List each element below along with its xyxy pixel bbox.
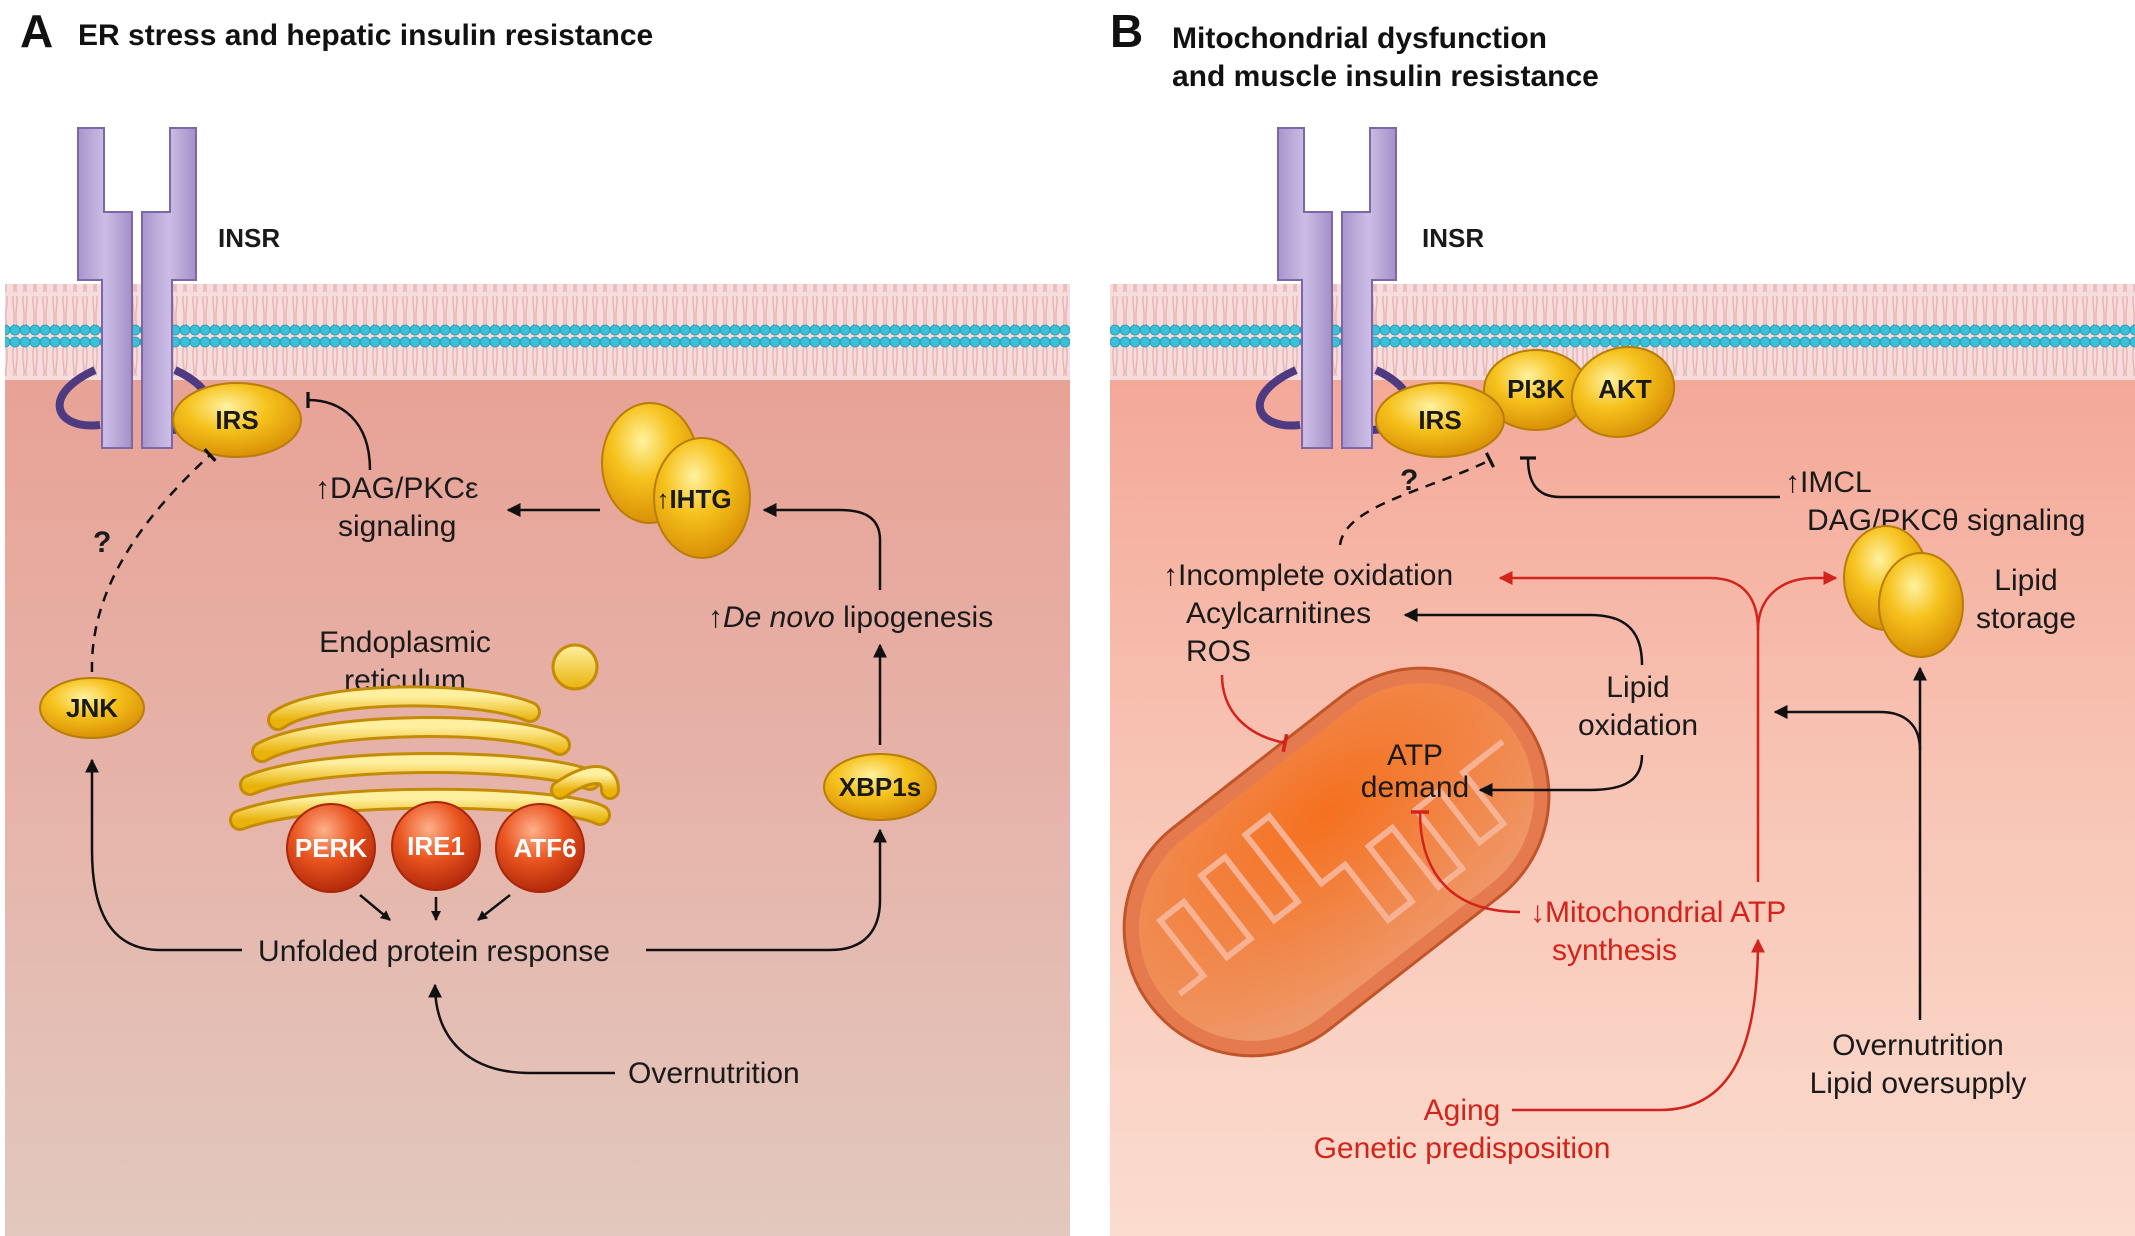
genetic-predisposition-label: Genetic predisposition (1314, 1132, 1611, 1165)
dag-pkct-label: DAG/PKCθ signaling (1807, 504, 2085, 537)
overnutrition-to-red-stem-arrow (1773, 705, 1922, 751)
akt-protein (1570, 345, 1676, 439)
mitochondrion (1122, 666, 1551, 1058)
dag-pkce-label: ↑DAG/PKCε (315, 472, 478, 505)
panel-b: B Mitochondrial dysfunction and muscle i… (1110, 5, 2135, 1236)
aging-to-mito-arrow (1512, 938, 1765, 1112)
upr-to-xbp1s-arrow (646, 828, 887, 952)
akt-label: AKT (1598, 374, 1652, 404)
insr-label: INSR (218, 223, 280, 253)
question-mark-b: ? (1400, 464, 1418, 497)
lipid-storage-droplets (1843, 525, 1964, 658)
incomplete-to-irs-dashed-arrow (1338, 452, 1496, 546)
atf6-label: ATF6 (513, 833, 576, 863)
lipid-oxidation-label-line1: Lipid (1606, 671, 1669, 704)
lipid-oversupply-label: Lipid oversupply (1810, 1067, 2027, 1100)
ros-label: ROS (1186, 635, 1251, 668)
lipid-oxidation-label-line2: oxidation (1578, 709, 1698, 742)
irs-protein-b (1375, 382, 1505, 458)
overnutrition-label-b: Overnutrition (1832, 1029, 2004, 1062)
upr-to-jnk-arrow (85, 758, 242, 952)
irs-protein (172, 382, 302, 458)
ire1-label: IRE1 (407, 831, 465, 861)
dnl-to-ihtg-arrow (762, 503, 882, 590)
lipid-oxidation-to-atp-demand-arrow (1478, 754, 1644, 797)
imcl-label: ↑IMCL (1785, 466, 1872, 499)
lipid-storage-label-line1: Lipid (1994, 564, 2057, 597)
panel-a-title: ER stress and hepatic insulin resistance (78, 19, 653, 52)
atp-demand-label-line2: demand (1361, 771, 1469, 804)
mito-atp-synthesis-label-line2: synthesis (1552, 934, 1677, 967)
jnk-label: JNK (66, 693, 118, 723)
irs-label-b: IRS (1418, 405, 1461, 435)
acylcarnitines-label: Acylcarnitines (1186, 597, 1371, 630)
lipid-storage-label-line2: storage (1976, 602, 2076, 635)
perk-label: PERK (295, 833, 367, 863)
ihtg-label: ↑IHTG (656, 484, 731, 514)
xbp1s-label: XBP1s (839, 772, 921, 802)
incomplete-oxidation-label: ↑Incomplete oxidation (1163, 559, 1453, 592)
panel-a-membrane-lipids (5, 284, 1070, 380)
mitochondrion-cristae (1155, 739, 1508, 997)
ros-inhibits-mitochondrion-arrow (1220, 674, 1289, 753)
jnk-question-mark: ? (93, 526, 111, 559)
dag-inhibits-irs-arrow (306, 391, 372, 471)
overnutrition-to-upr-arrow (428, 983, 615, 1075)
upr-label: Unfolded protein response (258, 935, 610, 968)
atf6-protein (495, 803, 585, 893)
jnk-protein (39, 677, 145, 739)
ihtg-lipid-droplets (601, 402, 751, 559)
panel-a: A ER stress and hepatic insulin resistan… (5, 5, 1070, 1236)
dnl-label: ↑De novo lipogenesis (708, 601, 993, 634)
panel-b-letter: B (1110, 5, 1143, 57)
pi3k-label: PI3K (1507, 374, 1565, 404)
perk-protein (286, 803, 376, 893)
jnk-to-irs-dashed-arrow (90, 448, 217, 673)
dnl-rest: lipogenesis (835, 601, 993, 634)
panel-a-letter: A (20, 5, 53, 57)
insr-label-b: INSR (1422, 223, 1484, 253)
endoplasmic-reticulum (229, 685, 620, 831)
irs-label: IRS (215, 405, 258, 435)
insr-receptor (55, 127, 213, 449)
atf6-to-upr-arrow (477, 894, 511, 921)
dag-signaling-label: signaling (338, 510, 456, 543)
dnl-up-arrow: ↑ (708, 601, 723, 634)
overnutrition-label: Overnutrition (628, 1057, 800, 1090)
xbp1s-protein (823, 753, 937, 821)
panel-b-title-line2: and muscle insulin resistance (1172, 60, 1599, 93)
aging-label: Aging (1424, 1094, 1501, 1127)
er-label-line1: Endoplasmic (319, 626, 491, 659)
mito-inhibits-atp-demand-arrow (1410, 810, 1521, 914)
imcl-inhibits-irs-arrow (1519, 456, 1780, 499)
panel-b-title-line1: Mitochondrial dysfunction (1172, 22, 1547, 55)
ire1-protein (391, 801, 481, 891)
insr-receptor-b (1255, 127, 1413, 449)
er-vesicle (551, 643, 599, 691)
perk-to-upr-arrow (359, 894, 391, 921)
mito-atp-synthesis-label-line1: ↓Mitochondrial ATP (1530, 896, 1786, 929)
atp-demand-label-line1: ATP (1387, 739, 1443, 772)
mito-to-lipid-storage-arrow (1756, 571, 1838, 631)
lipid-oxidation-to-acylcarnitines-arrow (1403, 608, 1644, 666)
dnl-italic: De novo (723, 601, 835, 634)
